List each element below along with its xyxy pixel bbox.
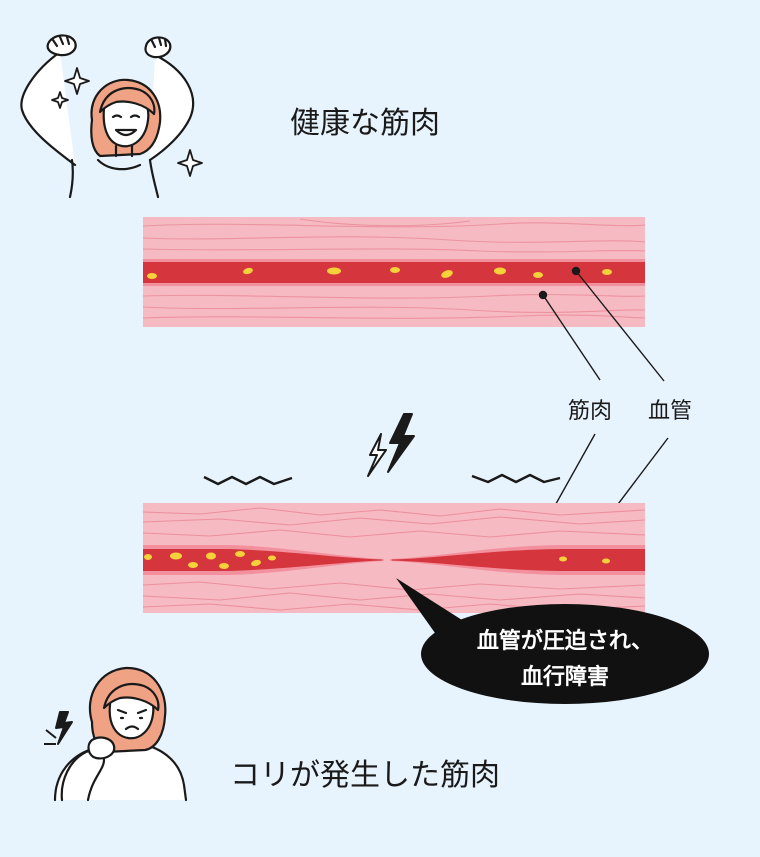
lightning-icon (367, 413, 415, 477)
tension-zigzag (203, 473, 561, 486)
leader-lines-top (538, 266, 665, 382)
healthy-muscle-title: 健康な筋肉 (290, 106, 440, 141)
blood-cells-crowded (144, 551, 610, 569)
bubble-line-1: 血管が圧迫され、 (477, 628, 653, 654)
stiff-muscle-title: コリが発生した筋肉 (230, 758, 500, 793)
label-vessel: 血管 (648, 399, 692, 424)
woman-neck-pain-icon (53, 666, 188, 802)
stiff-muscle (143, 503, 645, 613)
speech-bubble: 血管が圧迫され、 血行障害 (396, 578, 709, 704)
blood-cells (147, 267, 612, 279)
healthy-muscle (143, 217, 645, 327)
bubble-line-2: 血行障害 (521, 664, 609, 690)
woman-arms-raised-icon (20, 34, 195, 199)
label-muscle: 筋肉 (568, 399, 612, 424)
sparkle-icon (51, 67, 203, 177)
pain-spark-icon (44, 711, 73, 745)
